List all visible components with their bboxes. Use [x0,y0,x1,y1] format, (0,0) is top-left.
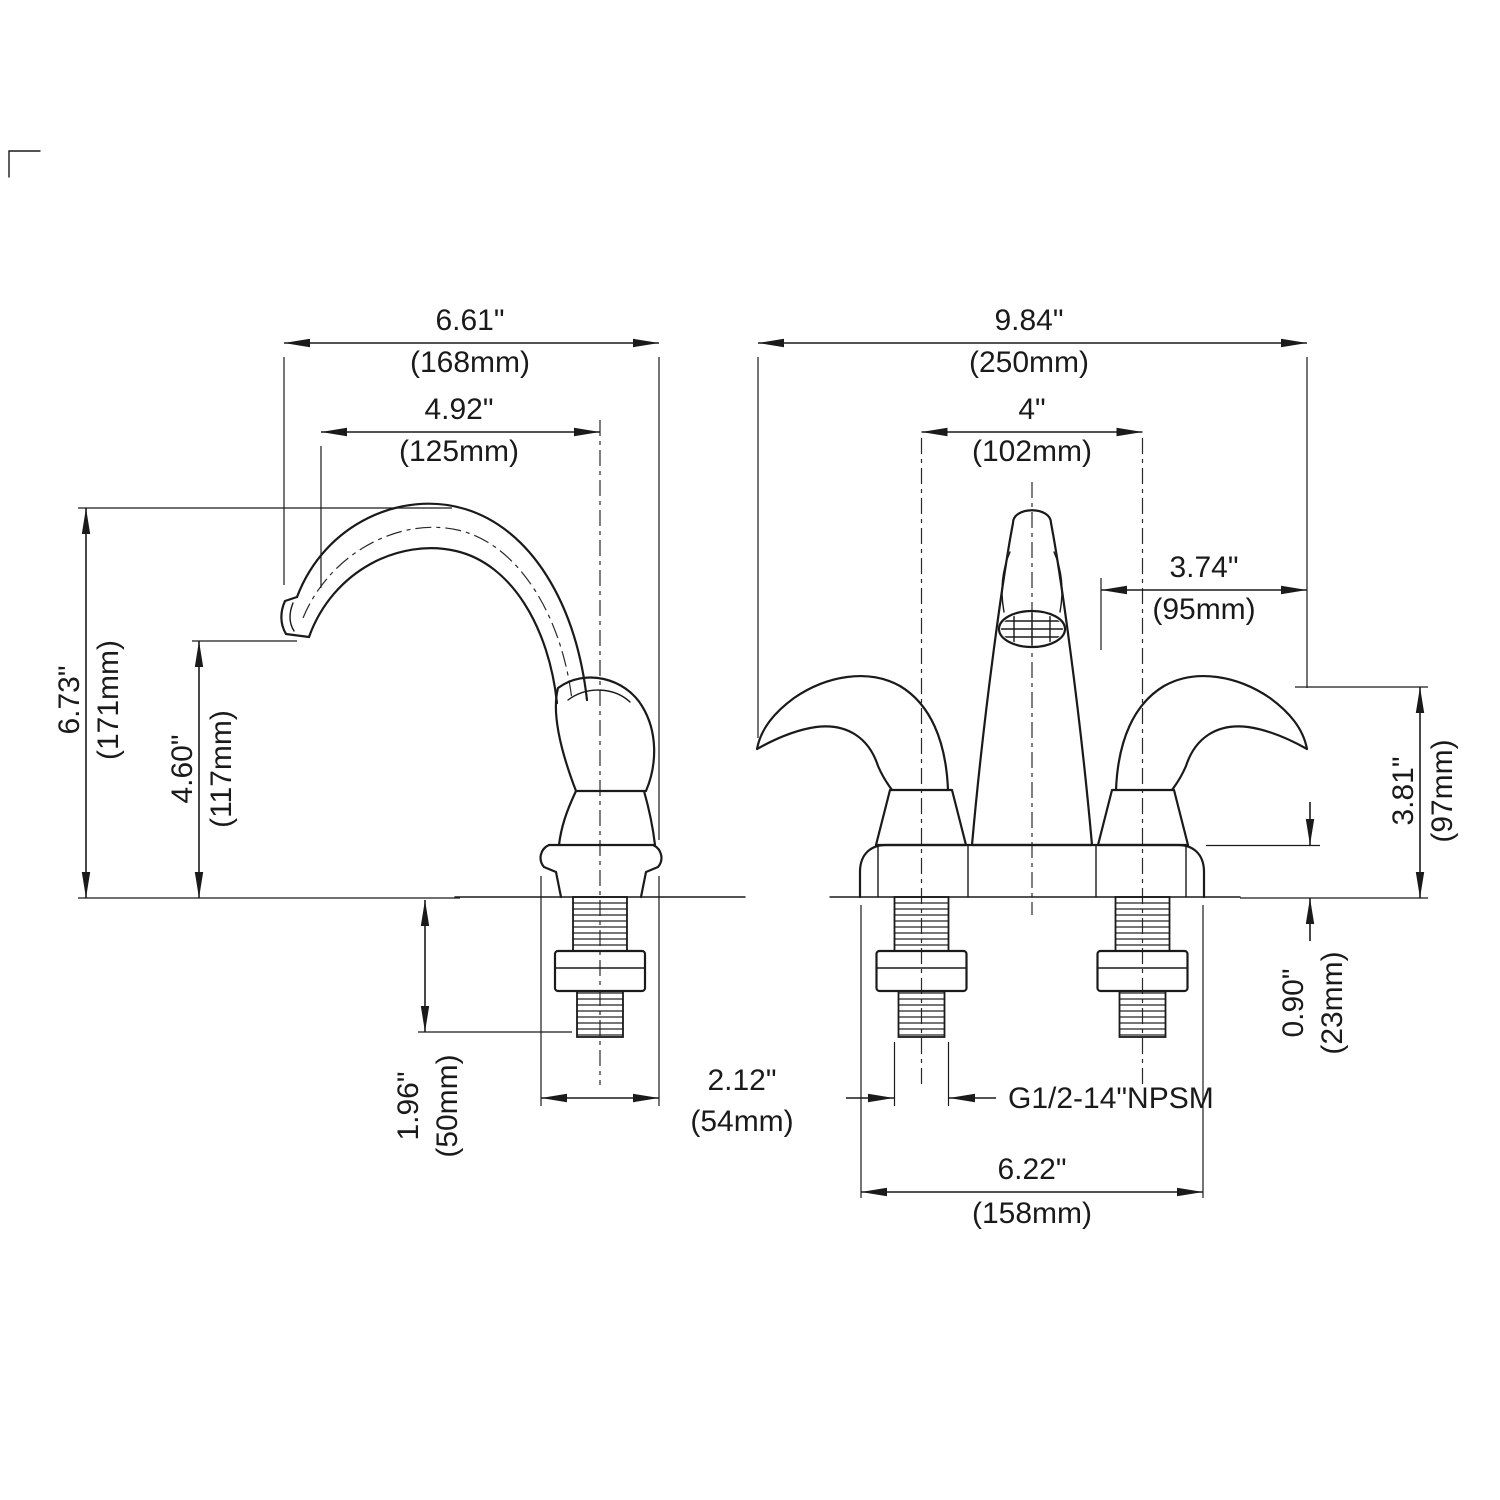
dim-label-metric: (158mm) [972,1197,1092,1230]
thread-spec-label: G1/2-14"NPSM [1008,1082,1214,1115]
dim-label: 3.81" [1387,756,1420,825]
dim-label-metric: (102mm) [972,435,1092,468]
front-view-drawing [755,438,1309,1085]
dim-label-metric: (97mm) [1426,739,1459,842]
spout-inner-curve [307,547,559,705]
dimension-front-handle-spacing: 4" (102mm) [921,393,1143,468]
side-base-right [639,843,663,899]
dim-label-metric: (50mm) [431,1054,464,1157]
dim-label-metric: (168mm) [410,346,530,379]
dimension-front-deck-width: 6.22" (158mm) [860,905,1204,1230]
dim-label-metric: (95mm) [1152,593,1255,626]
dim-label: 6.22" [997,1153,1066,1186]
dim-label: 6.61" [435,304,504,337]
front-right-shank-thread-lower [1118,990,1167,1038]
dimension-front-overall-width: 9.84" (250mm) [757,304,1308,738]
dimension-front-thread-spec: G1/2-14"NPSM [846,1042,1214,1115]
dimension-side-overall-height: 6.73" (171mm) [53,507,460,899]
dimension-annotations: 6.61" (168mm) 4.92" (125mm) 9.84" (250mm… [53,304,1459,1230]
dimension-side-base-width: 2.12" (54mm) [540,876,794,1138]
corner-crop-mark [8,150,41,178]
dimension-front-spout-offset: 3.74" (95mm) [1100,551,1307,650]
side-base-left [539,843,563,899]
front-left-shank-thread-lower [897,990,946,1038]
front-left-handle [755,675,950,792]
front-spout-contour-right [1053,551,1063,613]
spout-tip-cap [280,595,311,639]
dim-label-metric: (250mm) [969,346,1089,379]
dim-label: 0.90" [1277,968,1310,1037]
dimension-side-overall-width: 6.61" (168mm) [283,304,660,840]
aerator-mesh [1001,613,1063,645]
dim-label: 9.84" [994,304,1063,337]
dim-label-metric: (171mm) [92,640,125,760]
dim-label: 4.60" [166,734,199,803]
dim-label: 4.92" [424,393,493,426]
dim-label: 1.96" [392,1071,425,1140]
dim-label-metric: (23mm) [1316,951,1349,1054]
dim-label-metric: (54mm) [690,1105,793,1138]
dim-label-metric: (125mm) [399,435,519,468]
dimension-front-handle-height: 3.81" (97mm) [1240,686,1459,899]
dimension-front-deck-thickness: 0.90" (23mm) [1206,802,1349,1055]
side-bonnet-right [642,789,657,847]
dim-label: 3.74" [1169,551,1238,584]
front-spout-body [970,509,1094,847]
dim-label: 2.12" [707,1064,776,1097]
front-right-shank-thread-upper [1114,896,1171,952]
front-spout-contour-left [1001,551,1011,613]
side-handle [554,676,656,793]
dimension-side-spout-height: 4.60" (117mm) [166,640,297,898]
dimension-side-shank-length: 1.96" (50mm) [392,900,572,1158]
dim-label-metric: (117mm) [205,710,238,828]
front-deck-plate [858,843,1206,899]
dim-label: 4" [1018,393,1045,426]
spout-aerator-line [289,602,295,632]
dimension-side-spout-reach: 4.92" (125mm) [320,393,600,588]
front-right-handle-base [1096,788,1190,847]
spout-outer-curve [295,502,589,702]
side-shank-thread-upper [572,896,628,952]
side-handle-detail [567,689,631,703]
side-spout-centerline [302,526,573,701]
side-shank-thread-lower [576,990,624,1038]
front-left-shank-thread-upper [893,896,950,952]
front-right-handle [1114,675,1309,792]
side-view-drawing [280,420,746,1085]
side-bonnet-left [557,789,578,847]
dim-label: 6.73" [53,665,86,734]
front-spout-aerator [997,609,1067,649]
